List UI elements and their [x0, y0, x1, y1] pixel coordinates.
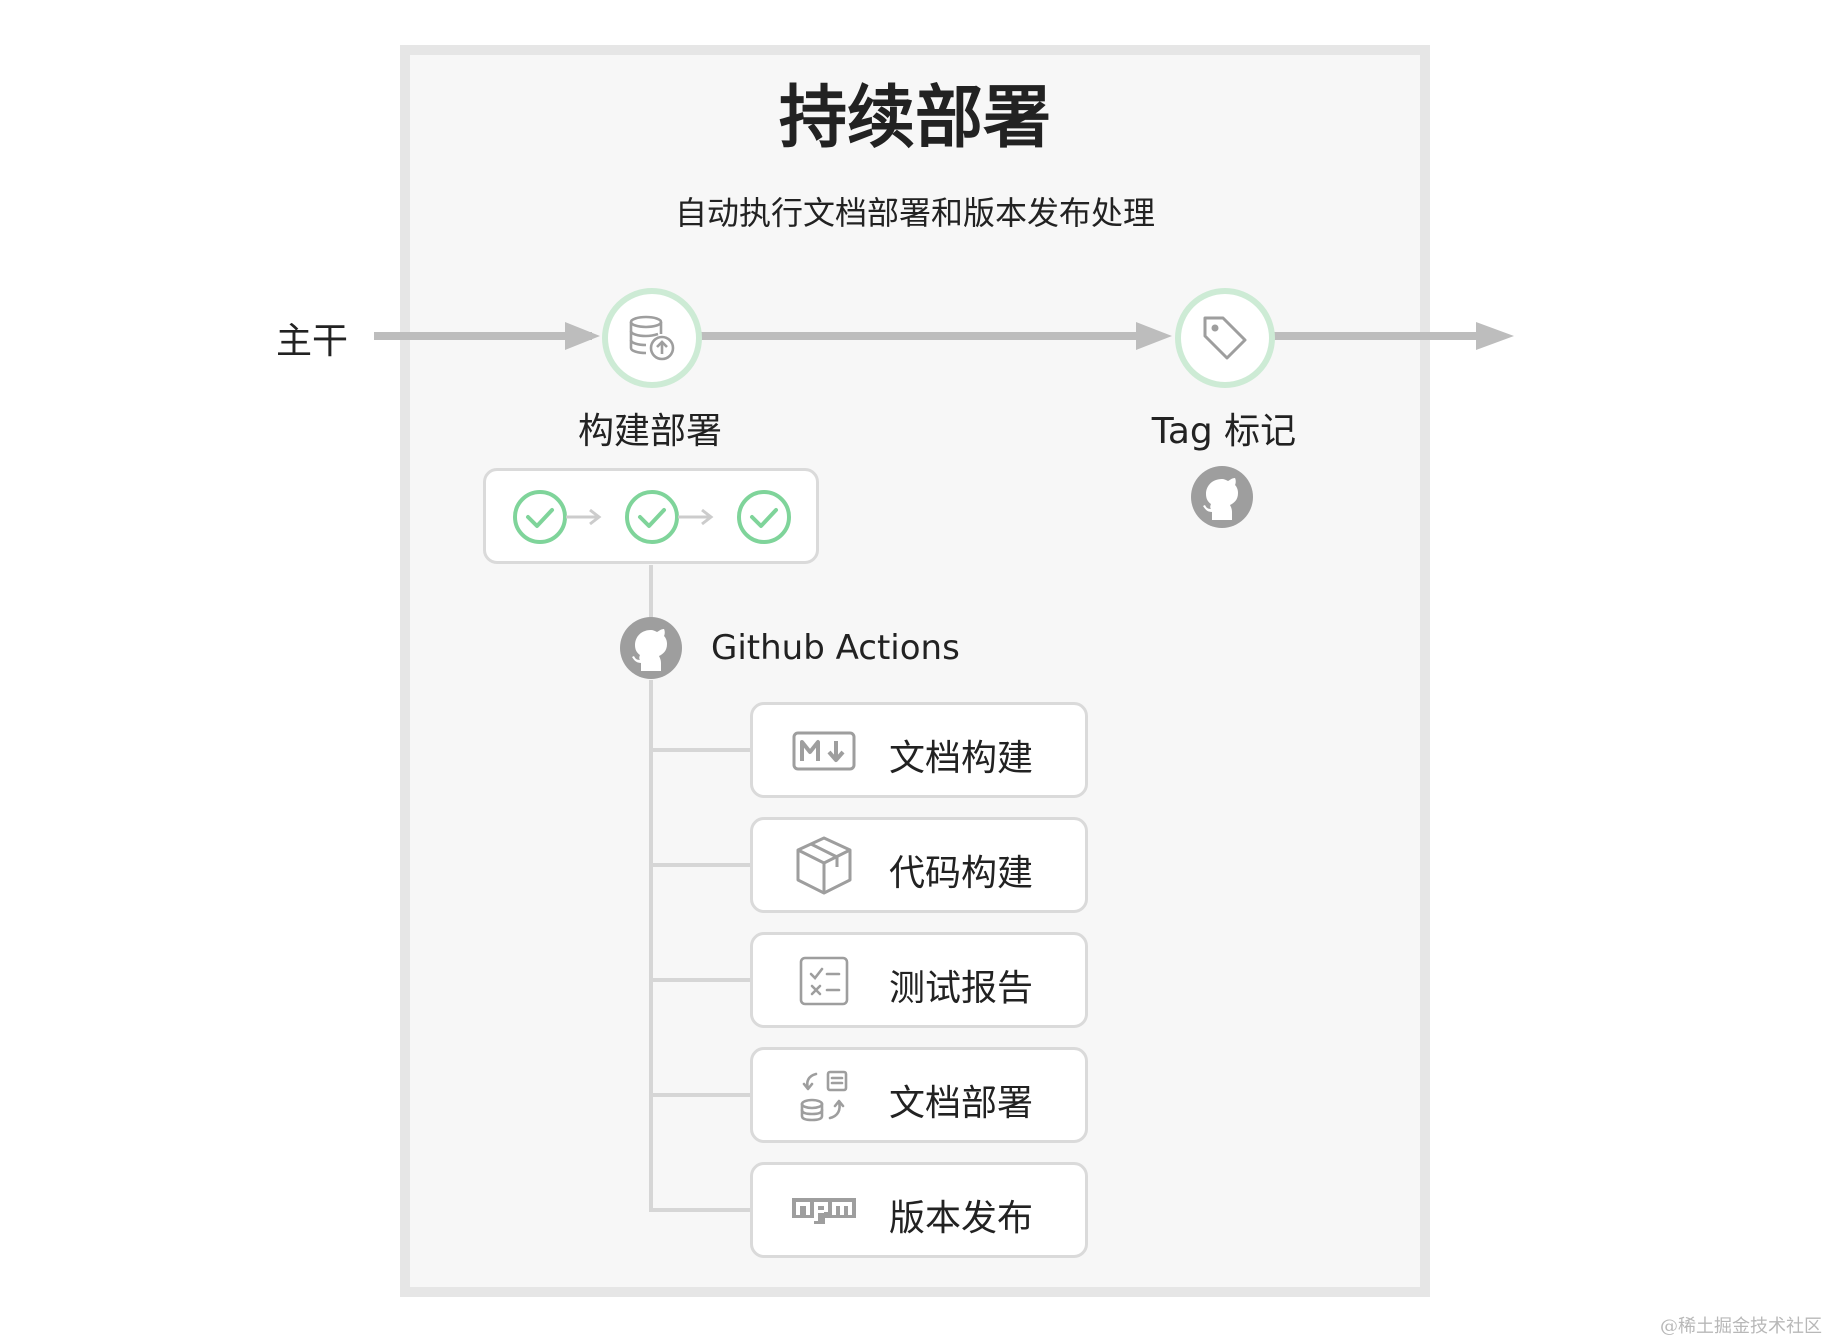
build-deploy-node	[602, 288, 702, 388]
check-circle-icon	[737, 490, 791, 544]
build-steps-box	[483, 468, 819, 564]
job-tree-lines	[649, 565, 750, 1212]
job-code-build: 代码构建	[750, 817, 1088, 913]
step-arrow	[678, 508, 714, 526]
step-arrow	[566, 508, 602, 526]
check-circle-icon	[513, 490, 567, 544]
job-doc-deploy: 文档部署	[750, 1047, 1088, 1143]
job-label: 文档部署	[889, 1083, 1034, 1124]
github-actions-label: Github Actions	[711, 628, 960, 668]
github-actions-icon	[619, 616, 683, 680]
mainline-arrows	[374, 322, 1514, 350]
job-version-release: 版本发布	[750, 1162, 1088, 1258]
job-doc-build: 文档构建	[750, 702, 1088, 798]
tag-node	[1175, 288, 1275, 388]
database-upload-icon	[629, 315, 675, 361]
build-deploy-label: 构建部署	[577, 411, 722, 452]
mainline-label: 主干	[276, 321, 349, 362]
npm-icon	[791, 1183, 857, 1239]
job-label: 测试报告	[889, 968, 1034, 1009]
job-label: 文档构建	[889, 738, 1034, 779]
package-icon	[791, 836, 857, 895]
job-label: 版本发布	[889, 1198, 1034, 1239]
sync-database-icon	[791, 1068, 857, 1124]
github-icon	[1190, 465, 1254, 529]
tag-icon	[1203, 316, 1247, 360]
tag-label: Tag 标记	[1151, 411, 1297, 452]
build-steps-graphic	[513, 490, 791, 544]
checklist-icon	[791, 953, 857, 1009]
job-test-report: 测试报告	[750, 932, 1088, 1028]
watermark: @稀土掘金技术社区	[1660, 1316, 1822, 1337]
check-circle-icon	[625, 490, 679, 544]
diagram-title: 持续部署	[778, 79, 1051, 158]
markdown-icon	[791, 723, 857, 779]
diagram-subtitle: 自动执行文档部署和版本发布处理	[674, 194, 1155, 232]
job-label: 代码构建	[889, 853, 1034, 894]
